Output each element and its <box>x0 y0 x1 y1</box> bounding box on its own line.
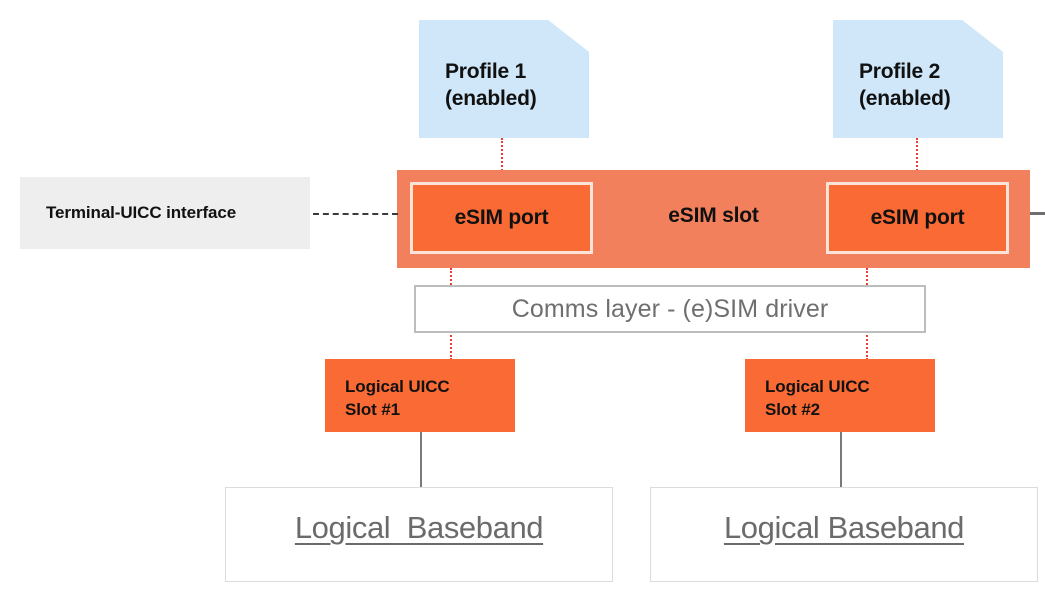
comms-layer-box[interactable]: Comms layer - (e)SIM driver <box>414 285 926 333</box>
terminal-uicc-interface-box[interactable]: Terminal-UICC interface <box>20 177 310 249</box>
esim-port-2[interactable]: eSIM port <box>826 182 1009 254</box>
comms-layer-label: Comms layer - (e)SIM driver <box>511 294 829 323</box>
connector-uicc-slot-1-to-baseband-1 <box>420 432 422 487</box>
esim-port-1-label: eSIM port <box>454 206 549 229</box>
profile-1-line-2: (enabled) <box>445 87 537 111</box>
logical-uicc-slot-1-line-1: Logical UICC <box>345 377 450 396</box>
esim-port-2-label: eSIM port <box>870 206 965 229</box>
logical-uicc-slot-1-line-2: Slot #1 <box>345 399 401 419</box>
profile-card-1[interactable]: Profile 1 (enabled) <box>419 20 589 138</box>
logical-uicc-slot-2-line-1: Logical UICC <box>765 377 870 396</box>
logical-baseband-1[interactable]: Logical Baseband <box>225 487 613 582</box>
terminal-uicc-interface-label: Terminal-UICC interface <box>46 203 237 222</box>
connector-profile-1-to-port-1 <box>501 138 503 178</box>
connector-slot-right-stub <box>1030 212 1045 215</box>
logical-uicc-slot-1[interactable]: Logical UICC Slot #1 <box>325 359 515 432</box>
esim-slot-label: eSIM slot <box>668 204 759 227</box>
logical-uicc-slot-2-line-2: Slot #2 <box>765 399 821 419</box>
profile-1-line-1: Profile 1 <box>445 60 527 83</box>
logical-baseband-2-label: Logical Baseband <box>723 510 965 545</box>
profile-2-line-2: (enabled) <box>859 87 951 111</box>
logical-baseband-1-label: Logical Baseband <box>294 510 544 545</box>
connector-profile-2-to-port-2 <box>916 138 918 178</box>
logical-baseband-2[interactable]: Logical Baseband <box>650 487 1038 582</box>
logical-uicc-slot-2[interactable]: Logical UICC Slot #2 <box>745 359 935 432</box>
esim-port-1[interactable]: eSIM port <box>410 182 593 254</box>
connector-terminal-to-slot <box>313 213 398 215</box>
profile-2-line-1: Profile 2 <box>859 60 941 83</box>
connector-uicc-slot-2-to-baseband-2 <box>840 432 842 487</box>
profile-card-2[interactable]: Profile 2 (enabled) <box>833 20 1003 138</box>
